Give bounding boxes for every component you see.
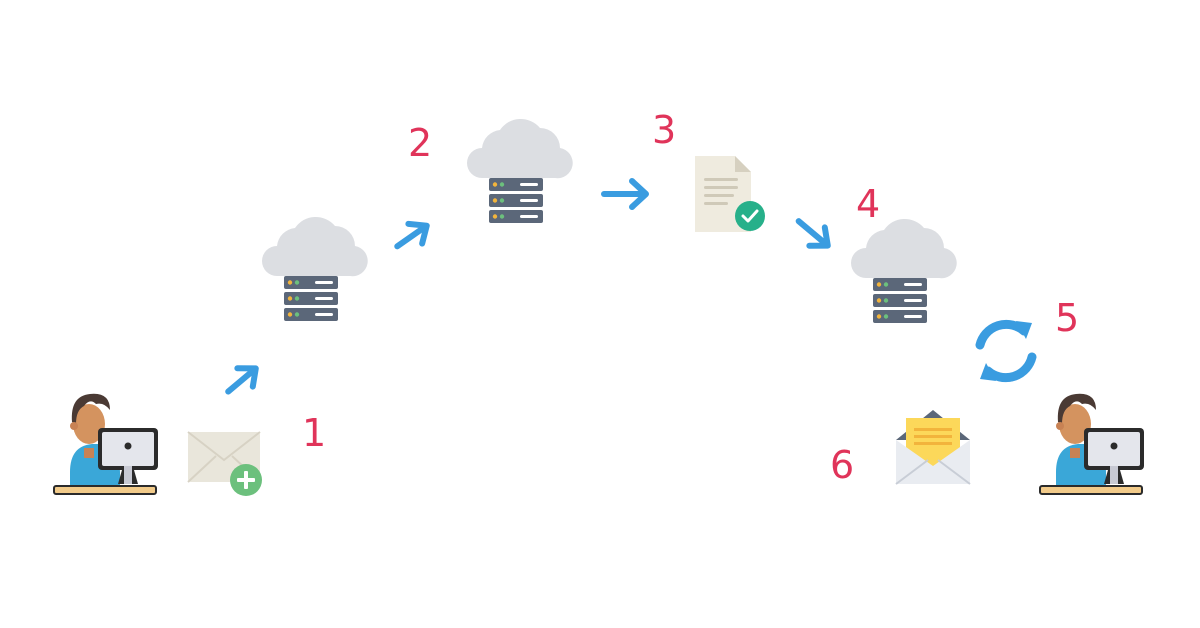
- cloud-server-icon-3: [851, 218, 957, 323]
- document-check-icon: [695, 156, 765, 232]
- recipient-user-icon: [1039, 392, 1145, 495]
- arrow-icon-4: [795, 218, 831, 249]
- step-number-2: 2: [408, 121, 432, 165]
- new-email-icon: [187, 431, 262, 496]
- arrow-icon-3: [601, 178, 649, 210]
- step-number-4: 4: [856, 182, 880, 226]
- sender-user-icon: [53, 392, 159, 495]
- cloud-server-icon-2: [467, 118, 573, 223]
- step-number-6: 6: [830, 443, 854, 487]
- arrow-icon-1: [225, 365, 259, 395]
- step-number-5: 5: [1055, 296, 1079, 340]
- arrow-icon-2: [394, 220, 430, 250]
- sync-icon: [975, 319, 1037, 383]
- open-email-icon: [895, 410, 971, 485]
- step-number-1: 1: [302, 411, 326, 455]
- step-number-3: 3: [652, 108, 676, 152]
- cloud-server-icon-1: [262, 216, 368, 321]
